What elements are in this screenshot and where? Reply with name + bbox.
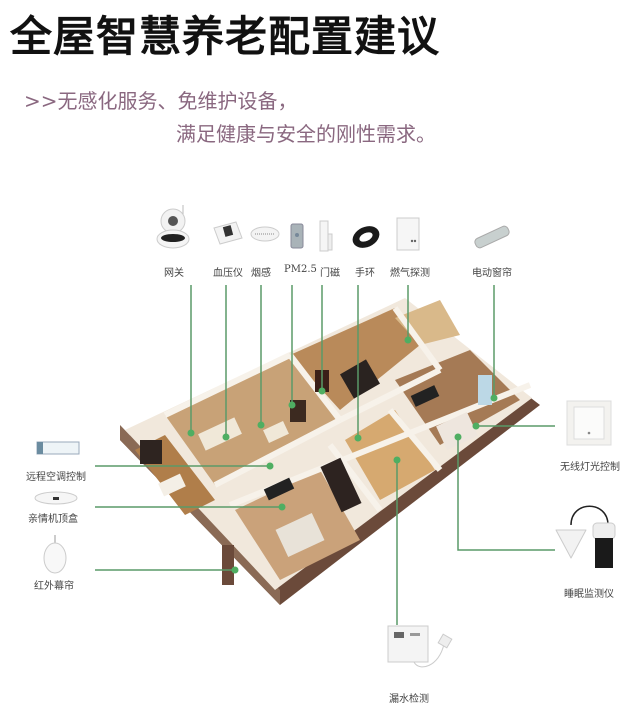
device-label-water-leak: 漏水检测 [389, 694, 429, 705]
wristband-icon [350, 222, 382, 256]
device-label-pm25: PM2.5 [284, 264, 317, 275]
device-label-blood-pressure: 血压仪 [213, 268, 243, 279]
device-label-gas: 燃气探测 [390, 268, 430, 279]
blood-pressure-monitor-icon [212, 220, 244, 250]
set-top-box-icon [34, 490, 78, 509]
infrared-curtain-sensor-icon [42, 535, 68, 579]
door-sensor-icon [319, 220, 333, 256]
camera-gateway-icon [155, 205, 191, 253]
subtitle-line-2: 满足健康与安全的刚性需求。 [176, 122, 436, 146]
air-conditioner-icon [36, 440, 80, 460]
sleep-monitor-icon [553, 500, 623, 576]
device-label-light-control: 无线灯光控制 [560, 462, 620, 473]
living-room [165, 355, 340, 485]
device-label-set-top-box: 亲情机顶盒 [28, 514, 78, 525]
device-label-wristband: 手环 [355, 268, 375, 279]
bathroom [345, 410, 435, 500]
connector-lines [95, 285, 555, 625]
device-label-smoke: 烟感 [251, 268, 271, 279]
electric-curtain-motor-icon [470, 222, 514, 256]
water-leak-detector-icon [384, 622, 456, 676]
wireless-light-switch-icon [566, 400, 612, 450]
device-label-door: 门磁 [320, 268, 340, 279]
device-label-curtain: 电动窗帘 [472, 268, 512, 279]
pm25-sensor-icon [290, 223, 304, 253]
smoke-detector-icon [250, 226, 280, 246]
device-label-gateway: 网关 [164, 268, 184, 279]
device-label-sleep-monitor: 睡眠监测仪 [564, 589, 614, 600]
connector-dots [187, 336, 498, 574]
device-label-ac: 远程空调控制 [26, 472, 86, 483]
subtitle-line-1: >>无感化服务、免维护设备， [24, 89, 298, 113]
gas-detector-icon [396, 217, 420, 255]
device-label-infrared: 红外幕帘 [34, 581, 74, 592]
page-title: 全屋智慧养老配置建议 [10, 12, 441, 61]
